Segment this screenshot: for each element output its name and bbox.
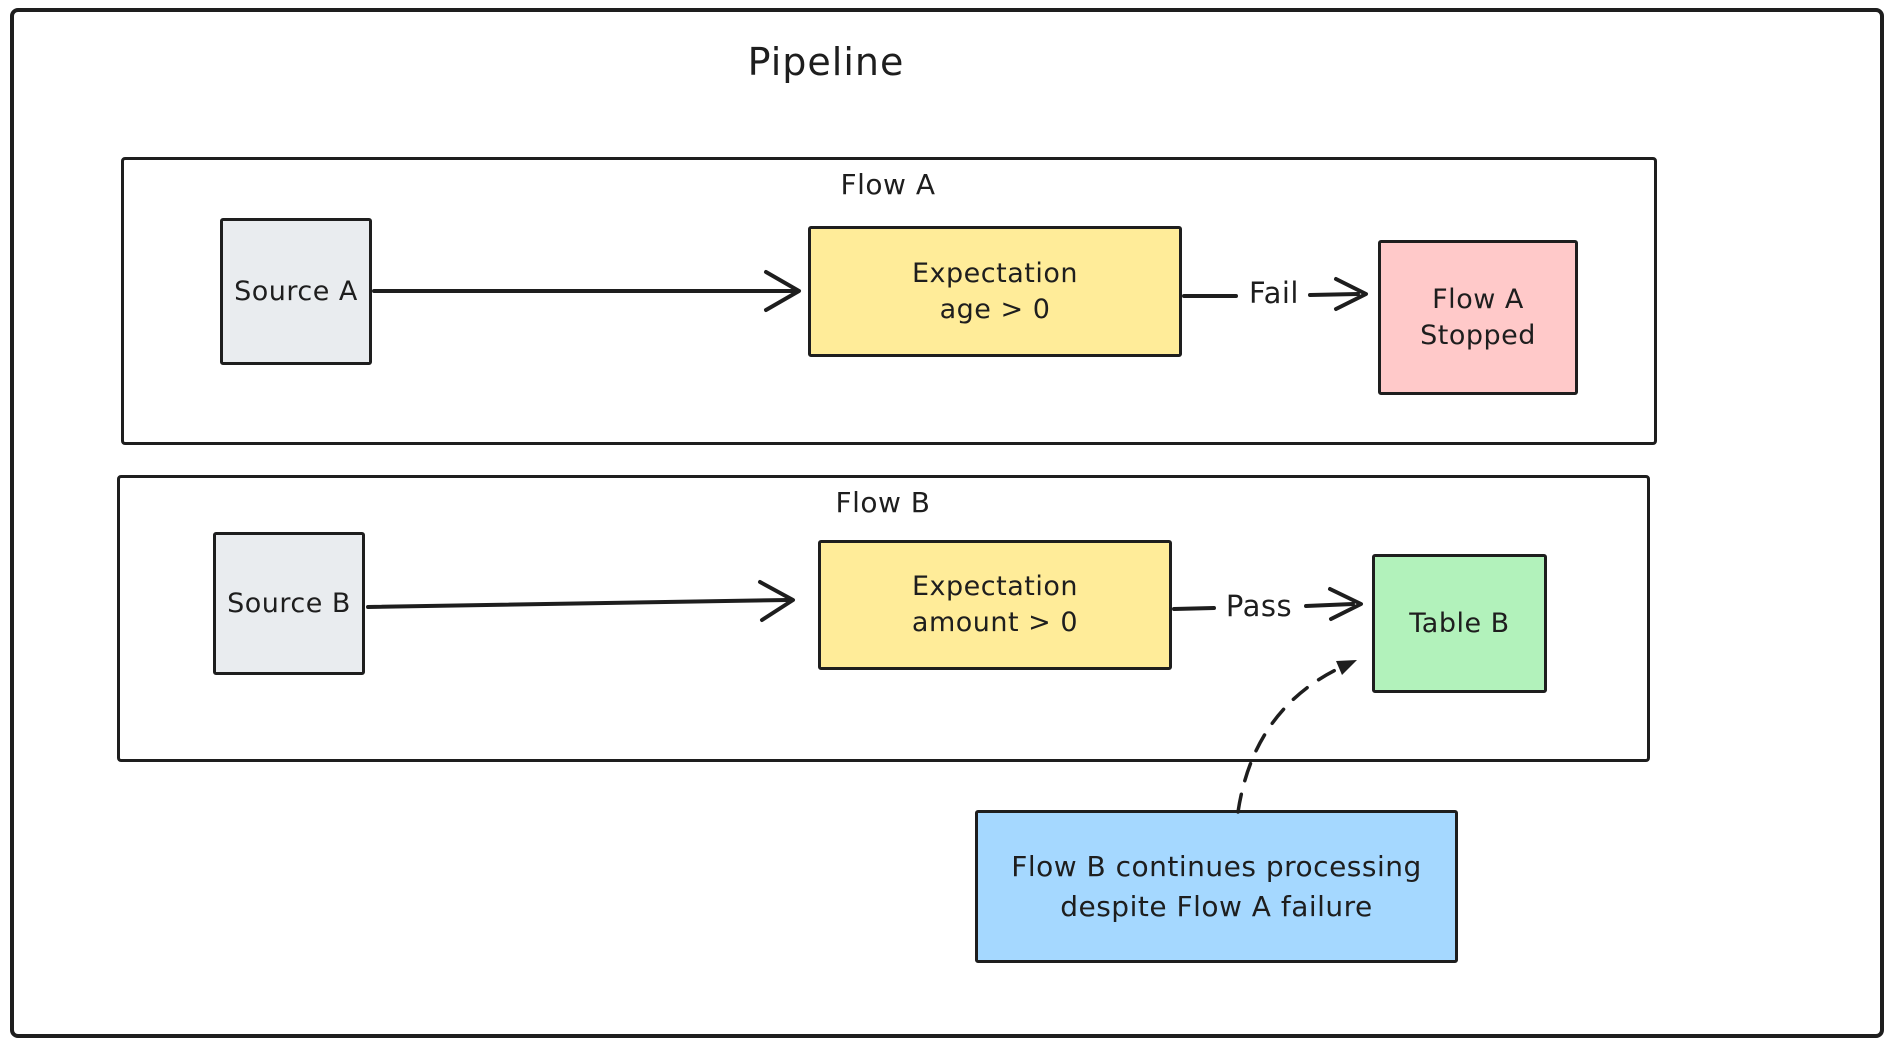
source-b-node: Source B bbox=[213, 532, 365, 675]
source-a-node-label: Source A bbox=[234, 275, 358, 307]
source-b-node-label: Source B bbox=[227, 587, 351, 619]
flow-a-stopped-line2: Stopped bbox=[1420, 319, 1536, 351]
source-a-node: Source A bbox=[220, 218, 372, 365]
pass-edge-label: Pass bbox=[1225, 589, 1293, 623]
expectation-a-node: Expectation age > 0 bbox=[808, 226, 1182, 357]
flow-a-stopped-node: Flow A Stopped bbox=[1378, 240, 1578, 395]
expectation-a-line2: age > 0 bbox=[939, 293, 1051, 325]
note-box: Flow B continues processing despite Flow… bbox=[975, 810, 1458, 963]
flow-a-stopped-line1: Flow A bbox=[1432, 283, 1524, 315]
flow-a-label: Flow A bbox=[840, 168, 936, 201]
pipeline-title: Pipeline bbox=[747, 40, 905, 84]
expectation-b-line1: Expectation bbox=[912, 571, 1078, 603]
flow-b-label: Flow B bbox=[835, 486, 931, 519]
fail-edge-label: Fail bbox=[1249, 276, 1299, 310]
table-b-node: Table B bbox=[1372, 554, 1547, 693]
expectation-a-line1: Expectation bbox=[912, 257, 1078, 289]
note-line1: Flow B continues processing bbox=[1011, 849, 1422, 883]
table-b-node-label: Table B bbox=[1409, 607, 1510, 639]
note-line2: despite Flow A failure bbox=[1060, 889, 1373, 923]
expectation-b-line2: amount > 0 bbox=[911, 607, 1079, 638]
expectation-b-node: Expectation amount > 0 bbox=[818, 540, 1172, 670]
